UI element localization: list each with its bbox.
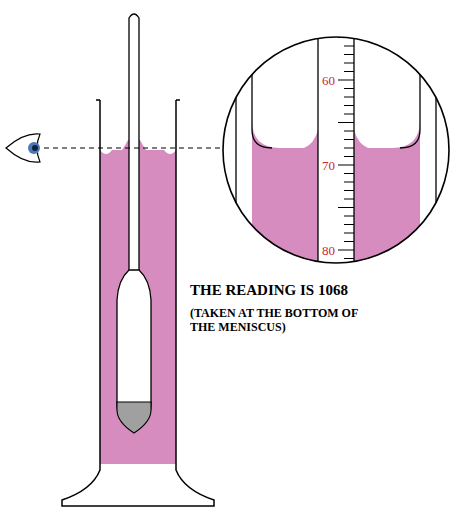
scale-tick <box>344 88 354 89</box>
scale-tick <box>344 275 354 276</box>
scale-tick <box>344 300 354 301</box>
scale-tick <box>344 181 354 182</box>
scale-tick <box>344 130 354 131</box>
scale-tick <box>344 224 354 225</box>
reading-note: (TAKEN AT THE BOTTOM OF THE MENISCUS) <box>190 306 370 335</box>
magnifier-circle <box>223 37 449 263</box>
scale-tick <box>344 11 354 12</box>
scale-tick <box>338 249 354 250</box>
scale-number: 60 <box>321 74 336 87</box>
scale-tick <box>344 71 354 72</box>
scale-tick <box>344 147 354 148</box>
scale-tick <box>344 54 354 55</box>
scale-number: 70 <box>321 159 336 172</box>
liquid-magnified <box>354 120 420 280</box>
scale-tick <box>344 232 354 233</box>
scale-tick <box>338 207 354 208</box>
scale-tick <box>344 258 354 259</box>
scale-tick <box>344 105 354 106</box>
scale-tick <box>344 139 354 140</box>
scale-tick <box>344 173 354 174</box>
scale-tick <box>344 156 354 157</box>
scale-tick <box>344 190 354 191</box>
reading-note: THE READING IS 1068 <box>190 282 348 299</box>
scale-ticks <box>338 12 354 318</box>
scale-number: 80 <box>321 244 336 257</box>
scale-stem <box>318 20 354 290</box>
scale-tick <box>344 241 354 242</box>
scale-tick <box>344 96 354 97</box>
cylinder-base <box>62 464 214 506</box>
scale-tick <box>338 122 354 123</box>
scale-tick <box>338 79 354 80</box>
scale-tick <box>344 215 354 216</box>
hydrometer-bulb <box>117 270 151 432</box>
scale-tick <box>338 164 354 165</box>
scale-tick <box>344 45 354 46</box>
scale-tick <box>344 62 354 63</box>
liquid-magnified <box>252 20 318 280</box>
scale-tick <box>344 20 354 21</box>
scale-tick <box>344 113 354 114</box>
hydrometer-stem <box>129 14 139 270</box>
scale-tick <box>344 198 354 199</box>
hydrometer-ballast <box>117 402 151 433</box>
scale-tick <box>344 28 354 29</box>
eye <box>6 134 40 162</box>
scale-tick <box>344 266 354 267</box>
